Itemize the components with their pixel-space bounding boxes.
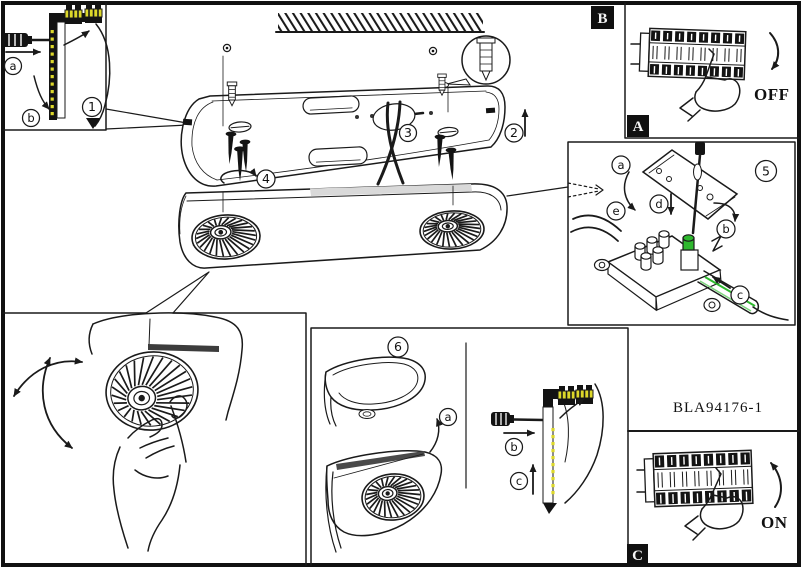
fixture-body-diagram bbox=[178, 183, 508, 269]
spotlight-small-icon bbox=[361, 473, 425, 521]
svg-text:c: c bbox=[737, 288, 743, 302]
panel-wiring: a d e b c 5 bbox=[567, 142, 789, 321]
off-state-label: OFF bbox=[754, 85, 790, 104]
close-arrow-a bbox=[429, 418, 443, 453]
step-3-badge: 3 bbox=[398, 123, 418, 143]
label-b: b bbox=[504, 437, 524, 457]
fixture-end-icon bbox=[88, 312, 244, 421]
pointer-lines bbox=[105, 108, 569, 314]
svg-text:2: 2 bbox=[510, 125, 518, 140]
screwdriver-vertical-icon bbox=[691, 142, 705, 235]
spotlight-head-icon bbox=[105, 351, 199, 431]
hand-pressing-off-icon bbox=[679, 48, 741, 122]
svg-text:d: d bbox=[655, 197, 662, 211]
on-state-label: ON bbox=[761, 513, 788, 532]
svg-text:B: B bbox=[597, 11, 607, 27]
cable-hole bbox=[372, 100, 416, 186]
svg-text:a: a bbox=[617, 158, 624, 172]
svg-text:1: 1 bbox=[88, 99, 96, 114]
svg-text:3: 3 bbox=[404, 125, 412, 140]
label-c: c bbox=[509, 471, 529, 491]
label-b: b bbox=[716, 219, 736, 239]
panel-power-off: B A OFF bbox=[591, 6, 790, 137]
flip-up-arrow bbox=[770, 462, 782, 508]
section-tag-b: B bbox=[591, 6, 614, 29]
step-2-badge: 2 bbox=[504, 123, 524, 143]
svg-text:e: e bbox=[612, 204, 619, 218]
breaker-panel-icon bbox=[643, 449, 754, 508]
svg-text:6: 6 bbox=[394, 339, 402, 354]
wall-plug-magnifier-icon bbox=[439, 35, 511, 88]
plate-slots bbox=[302, 95, 433, 167]
tilt-arrow bbox=[41, 357, 73, 449]
label-c: c bbox=[730, 285, 750, 305]
section-tag-a: A bbox=[627, 115, 649, 137]
arrow-b bbox=[713, 202, 740, 222]
hand-icon bbox=[112, 395, 188, 552]
hand-pressing-on-icon bbox=[684, 467, 744, 541]
svg-text:4: 4 bbox=[262, 171, 270, 186]
fixture-end-top-view bbox=[323, 356, 426, 427]
label-a: a bbox=[3, 56, 23, 76]
hook-arrow bbox=[559, 398, 585, 419]
label-b: b bbox=[21, 108, 41, 128]
svg-text:b: b bbox=[510, 440, 517, 454]
panel-reassemble: 6 a bbox=[323, 336, 604, 553]
step-1-badge: 1 bbox=[81, 96, 103, 118]
label-d: d bbox=[649, 194, 669, 214]
step-4-badge: 4 bbox=[256, 169, 276, 189]
svg-text:C: C bbox=[632, 548, 643, 564]
mount-bracket-icon bbox=[49, 3, 111, 129]
screws-and-anchors bbox=[220, 55, 459, 184]
svg-text:a: a bbox=[9, 59, 16, 73]
step-6-badge: 6 bbox=[387, 336, 409, 358]
label-e: e bbox=[606, 201, 626, 221]
svg-text:5: 5 bbox=[762, 163, 770, 178]
bracket-3d-icon bbox=[641, 149, 739, 220]
section-tag-c: C bbox=[627, 544, 648, 565]
svg-text:A: A bbox=[633, 119, 644, 135]
part-number-label: BLA94176-1 bbox=[673, 400, 763, 416]
mounting-plate-diagram: 2 3 4 bbox=[180, 13, 529, 189]
panel-adjust-head bbox=[13, 312, 244, 552]
flip-down-arrow bbox=[769, 32, 780, 70]
ceiling-mark-dots bbox=[222, 43, 438, 56]
spotlight-left-icon bbox=[191, 214, 261, 260]
screwdriver-icon bbox=[491, 412, 545, 426]
pointer-dotted bbox=[567, 182, 600, 198]
svg-text:c: c bbox=[516, 474, 522, 488]
label-a: a bbox=[438, 407, 458, 427]
panel-remove-cover: a b 1 bbox=[2, 3, 111, 129]
label-a: a bbox=[611, 155, 631, 175]
arrow-a bbox=[623, 171, 636, 211]
terminal-block-3d-icon bbox=[570, 214, 723, 313]
unhook-arrow bbox=[63, 30, 90, 46]
swing-arrow-b bbox=[33, 75, 50, 110]
mains-cable-icon bbox=[697, 270, 789, 321]
mount-bracket-icon bbox=[542, 383, 604, 514]
spotlight-right-icon bbox=[419, 210, 485, 250]
ceiling-hatch-icon bbox=[275, 13, 485, 33]
step-5-badge: 5 bbox=[754, 159, 778, 183]
breaker-panel-icon bbox=[638, 27, 747, 81]
panel-power-on: ON C bbox=[627, 449, 788, 565]
svg-text:b: b bbox=[27, 111, 34, 125]
screwdriver-icon bbox=[2, 33, 56, 47]
svg-text:a: a bbox=[444, 410, 451, 424]
svg-text:b: b bbox=[722, 222, 729, 236]
